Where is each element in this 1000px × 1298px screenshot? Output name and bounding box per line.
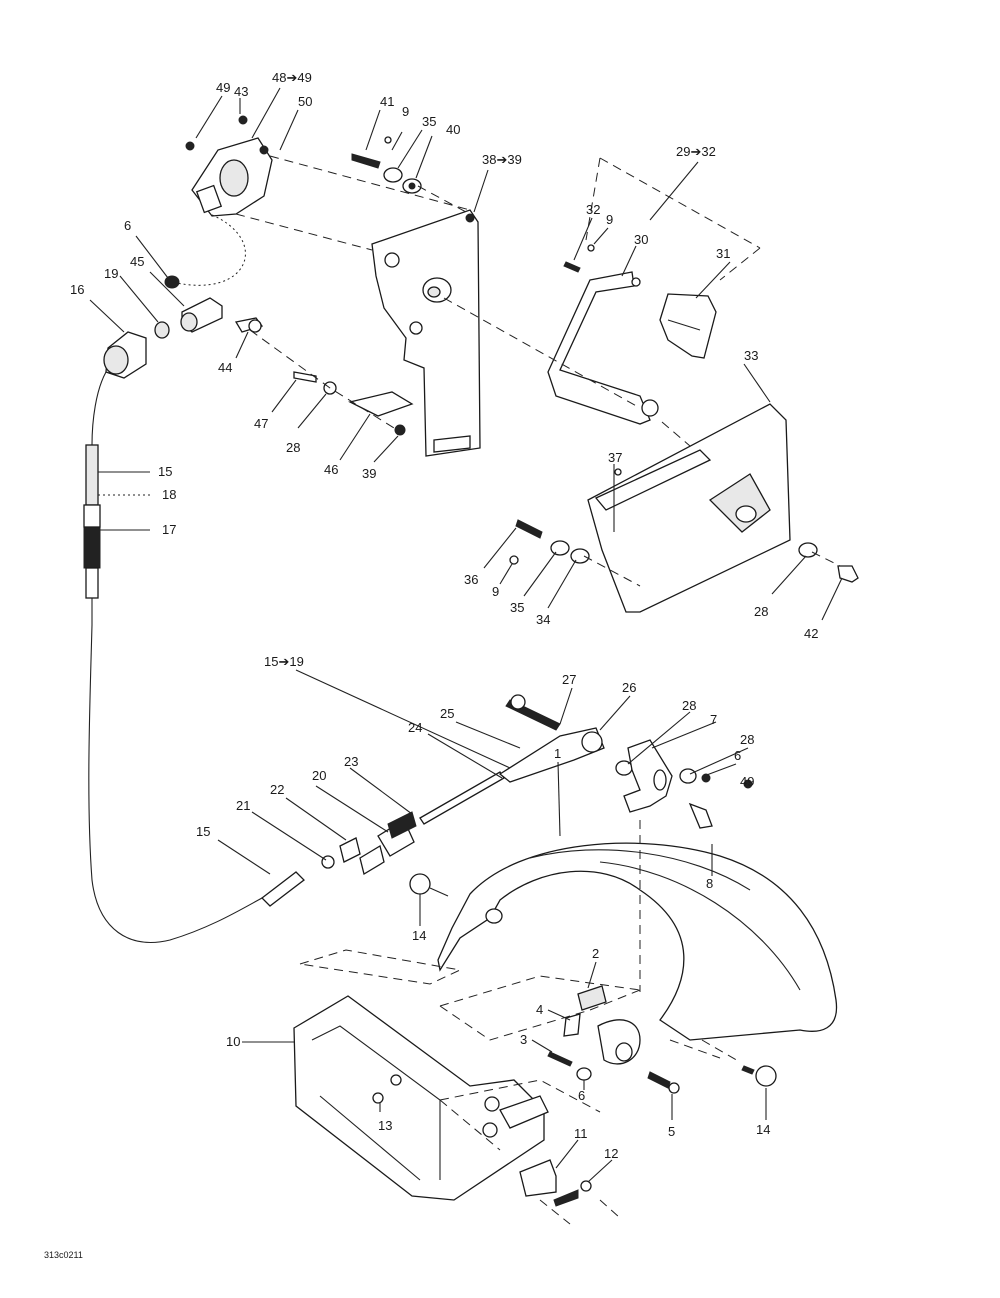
bracket-7 (623, 739, 753, 829)
label-27: 27 (562, 672, 576, 687)
label-38-39: 38➔39 (482, 152, 522, 167)
cable-assembly-20-27 (261, 694, 633, 907)
label-14-right: 14 (756, 1122, 770, 1137)
housing-1 (437, 842, 838, 1041)
label-30: 30 (634, 232, 648, 247)
leader-lines (89, 87, 843, 1183)
label-16: 16 (70, 282, 84, 297)
assembly-lines (171, 155, 841, 1225)
label-29-32: 29➔32 (676, 144, 716, 159)
label-35: 35 (422, 114, 436, 129)
label-13: 13 (378, 1118, 392, 1133)
throttle-cable-15 (83, 371, 263, 944)
pedal-arm-30 (547, 244, 659, 425)
label-3: 3 (520, 1032, 527, 1047)
label-18: 18 (162, 487, 176, 502)
label-43: 43 (234, 84, 248, 99)
label-1: 1 (554, 746, 561, 761)
hardware-41-35-40 (351, 136, 422, 194)
label-46: 46 (324, 462, 338, 477)
label-15-mid: 15 (196, 824, 210, 839)
label-14-left: 14 (412, 928, 426, 943)
label-26: 26 (622, 680, 636, 695)
label-39: 39 (362, 466, 376, 481)
label-40: 40 (446, 122, 460, 137)
label-48-49: 48➔49 (272, 70, 312, 85)
bolt-14-left (409, 873, 449, 897)
label-49: 49 (216, 80, 230, 95)
brackets-11-12 (519, 1159, 592, 1207)
bracket-46 (293, 371, 414, 436)
label-50: 50 (298, 94, 312, 109)
label-28-top: 28 (286, 440, 300, 455)
cover-33 (587, 403, 791, 613)
label-28-right: 28 (740, 732, 754, 747)
cable-end-16 (103, 275, 264, 379)
pedal-pad-31 (659, 293, 717, 359)
label-9-pedal: 9 (606, 212, 613, 227)
label-10: 10 (226, 1034, 240, 1049)
label-34: 34 (536, 612, 550, 627)
callout-labels: 49 43 48➔49 50 41 9 35 40 38➔39 29➔32 32… (44, 70, 818, 1260)
label-8: 8 (706, 876, 713, 891)
bolt-14-right (741, 1065, 777, 1087)
lower-housing-10 (293, 995, 549, 1201)
label-21: 21 (236, 798, 250, 813)
label-35-lower: 35 (510, 600, 524, 615)
label-5: 5 (668, 1124, 675, 1139)
label-24: 24 (408, 720, 422, 735)
lever-parts-2-5 (547, 985, 680, 1094)
label-7: 7 (710, 712, 717, 727)
label-9: 9 (402, 104, 409, 119)
label-20: 20 (312, 768, 326, 783)
label-12: 12 (604, 1146, 618, 1161)
mounting-plate-38-39 (371, 209, 481, 457)
label-2: 2 (592, 946, 599, 961)
label-32: 32 (586, 202, 600, 217)
label-49-mid: 49 (740, 774, 754, 789)
label-19: 19 (104, 266, 118, 281)
label-15-top: 15 (158, 464, 172, 479)
label-23: 23 (344, 754, 358, 769)
label-15-19: 15➔19 (264, 654, 304, 669)
label-37: 37 (608, 450, 622, 465)
hardware-36-34 (509, 519, 859, 583)
label-31: 31 (716, 246, 730, 261)
label-9-lower: 9 (492, 584, 499, 599)
label-28-cover: 28 (754, 604, 768, 619)
figure-code: 313c0211 (44, 1250, 83, 1260)
label-33: 33 (744, 348, 758, 363)
label-36: 36 (464, 572, 478, 587)
label-28-mid: 28 (682, 698, 696, 713)
label-41: 41 (380, 94, 394, 109)
label-47: 47 (254, 416, 268, 431)
label-25: 25 (440, 706, 454, 721)
label-45: 45 (130, 254, 144, 269)
label-6-mid: 6 (734, 748, 741, 763)
label-22: 22 (270, 782, 284, 797)
label-17: 17 (162, 522, 176, 537)
label-11: 11 (574, 1126, 588, 1141)
label-6-low: 6 (578, 1088, 585, 1103)
bracket-48-49 (185, 115, 273, 217)
label-6-top: 6 (124, 218, 131, 233)
label-44: 44 (218, 360, 232, 375)
label-42: 42 (804, 626, 818, 641)
label-4: 4 (536, 1002, 543, 1017)
